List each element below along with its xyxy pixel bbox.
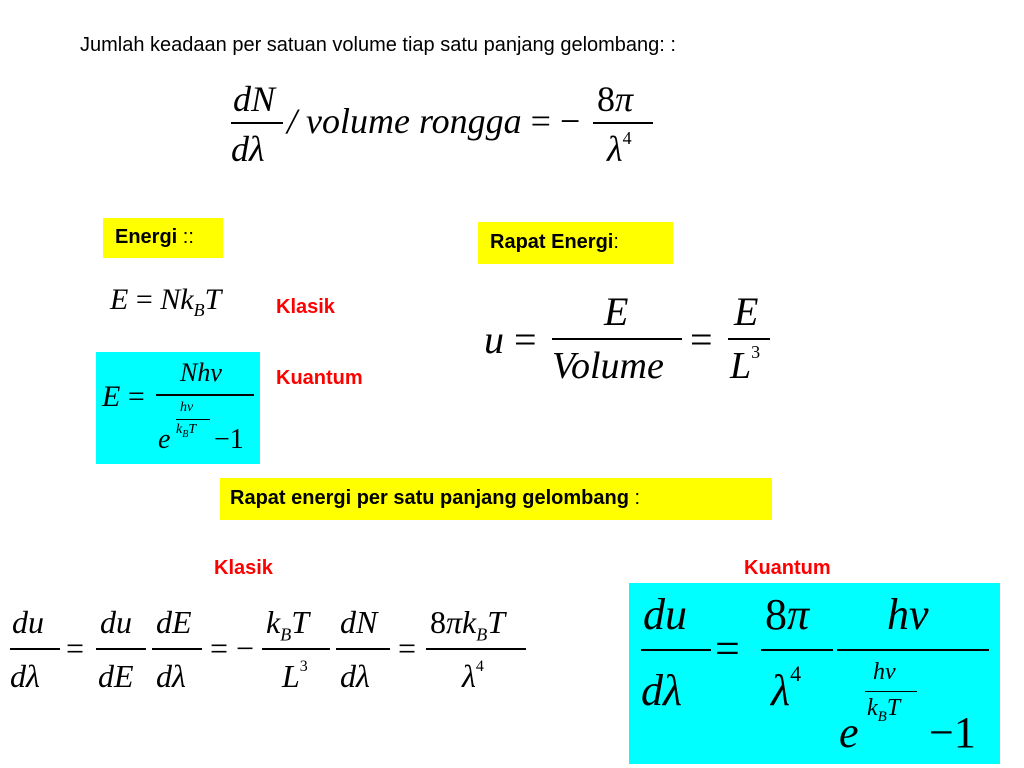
energi-label: Energi :: — [103, 218, 223, 258]
equation-spectral-density-classical: du dλ = du dE dE dλ = − kBT L3 dN dλ = 8… — [6, 604, 536, 704]
equation-spectral-density-quantum: du dλ = 8π λ4 hν hν kBT e −1 — [629, 583, 1000, 764]
equation-energy-classical: E = NkBT — [110, 283, 222, 320]
kuantum-label-2: Kuantum — [744, 557, 831, 579]
kuantum-label-1: Kuantum — [276, 367, 363, 389]
klasik-label-1: Klasik — [276, 296, 335, 318]
klasik-label-2: Klasik — [214, 557, 273, 579]
rapat-energi-label: Rapat Energi: — [478, 222, 673, 264]
intro-text: Jumlah keadaan per satuan volume tiap sa… — [80, 34, 676, 56]
equation-states-per-volume: dN dλ / volume rongga = − 8π λ4 — [225, 78, 655, 178]
equation-energy-quantum: E = Nhν hν kBT e −1 — [96, 352, 260, 464]
rapat-energi-per-panjang-label: Rapat energi per satu panjang gelombang … — [220, 478, 772, 520]
equation-energy-density: u = E Volume = E L3 — [484, 288, 784, 388]
